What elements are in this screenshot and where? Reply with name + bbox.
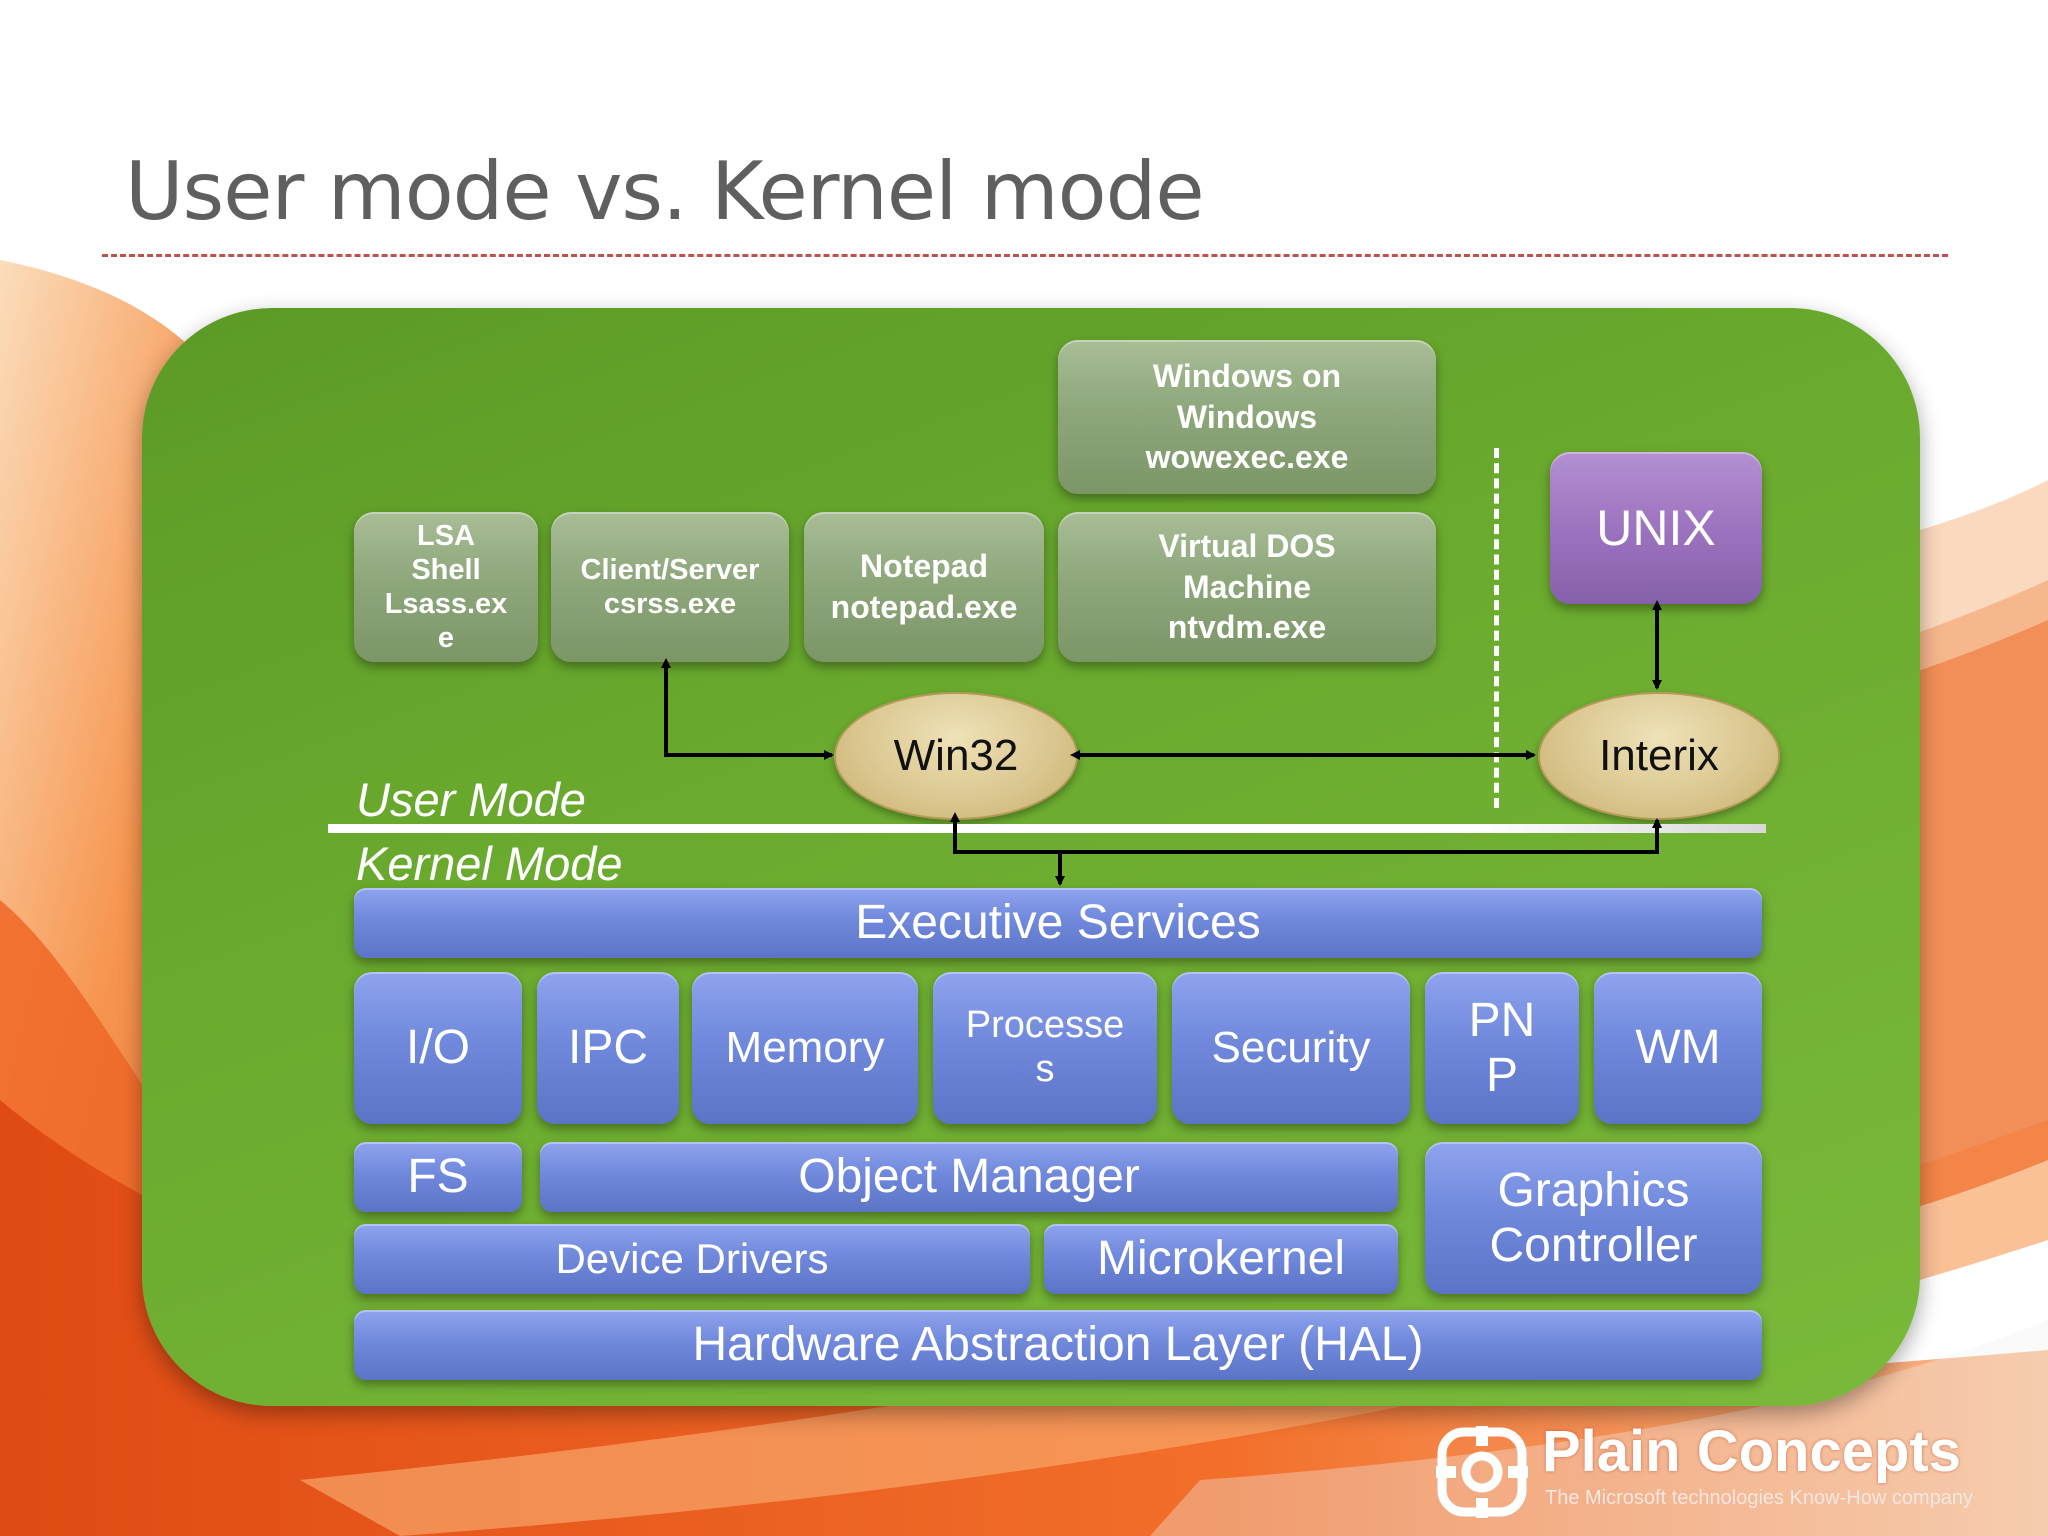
box-unix: UNIX — [1550, 452, 1762, 604]
logo-name: Plain Concepts — [1542, 1419, 1961, 1484]
slide-title: User mode vs. Kernel mode — [125, 145, 1205, 238]
bar-object-manager: Object Manager — [540, 1142, 1398, 1212]
box-io: I/O — [354, 972, 522, 1124]
title-divider — [102, 254, 1948, 257]
subsystem-win32: Win32 — [834, 692, 1078, 820]
box-windows-on-windows: Windows on Windows wowexec.exe — [1058, 340, 1436, 494]
box-memory: Memory — [692, 972, 918, 1124]
box-security: Security — [1172, 972, 1410, 1124]
box-pnp: PN P — [1425, 972, 1579, 1124]
mode-boundary-line — [328, 824, 1766, 833]
box-notepad: Notepad notepad.exe — [804, 512, 1044, 662]
box-fs: FS — [354, 1142, 522, 1212]
box-virtual-dos-machine: Virtual DOS Machine ntvdm.exe — [1058, 512, 1436, 662]
bar-hal: Hardware Abstraction Layer (HAL) — [354, 1310, 1762, 1380]
user-mode-label: User Mode — [356, 773, 586, 826]
plain-concepts-logo-icon — [1436, 1426, 1528, 1518]
box-wm: WM — [1594, 972, 1762, 1124]
kernel-mode-label: Kernel Mode — [356, 837, 623, 890]
box-graphics-controller: Graphics Controller — [1425, 1142, 1762, 1294]
logo-tagline: The Microsoft technologies Know-How comp… — [1545, 1487, 1973, 1509]
bar-microkernel: Microkernel — [1044, 1224, 1398, 1294]
box-lsa-shell: LSA Shell Lsass.ex e — [354, 512, 538, 662]
subsystem-interix: Interix — [1538, 692, 1780, 820]
box-ipc: IPC — [537, 972, 679, 1124]
bar-executive-services: Executive Services — [354, 888, 1762, 958]
box-client-server: Client/Server csrss.exe — [551, 512, 789, 662]
subsystem-separator — [1494, 448, 1499, 808]
box-processes: Processe s — [933, 972, 1157, 1124]
bar-device-drivers: Device Drivers — [354, 1224, 1030, 1294]
